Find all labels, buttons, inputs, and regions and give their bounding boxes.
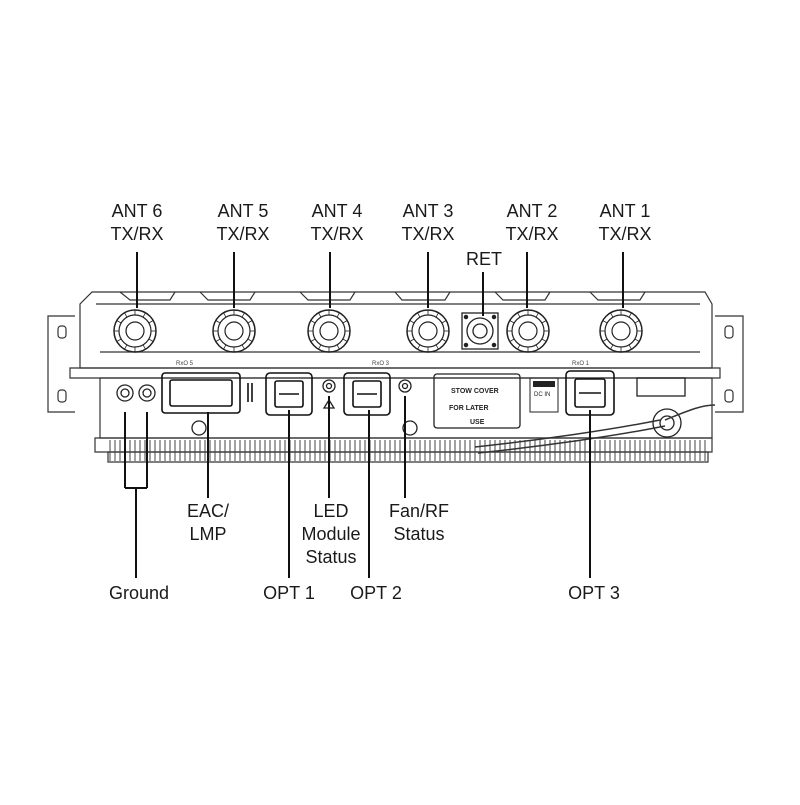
- opt2-port: [343, 372, 391, 416]
- antenna-connector: [506, 309, 550, 353]
- ground-callout-bracket: [124, 412, 148, 578]
- use-marking: USE: [470, 419, 485, 426]
- ground-label: Ground: [108, 583, 170, 603]
- eac-lmp-label: EAC/LMP: [186, 501, 230, 544]
- rxo-left-marking: RxO 5: [176, 361, 194, 367]
- dc-in-block: DC IN: [529, 377, 559, 413]
- opt3-port: [565, 370, 615, 416]
- antenna-connectors: [113, 309, 643, 353]
- right-panel-components: [191, 377, 686, 438]
- antenna-connector: [113, 309, 157, 353]
- ret-connector: [461, 312, 499, 350]
- stow-cover: STOW COVER FOR LATER USE: [433, 373, 521, 429]
- opt1-label: OPT 1: [263, 583, 315, 603]
- rxo-mid-marking: RxO 3: [372, 361, 390, 367]
- opt3-label: OPT 3: [568, 583, 620, 603]
- fan-rf-status-indicator: [398, 379, 412, 393]
- ground-studs: [116, 384, 156, 402]
- opt2-label: OPT 2: [350, 583, 402, 603]
- stow-cover-marking: STOW COVER: [451, 388, 499, 395]
- antenna-connector: [599, 309, 643, 353]
- antenna-connector: [406, 309, 450, 353]
- ret-label: RET: [466, 249, 502, 269]
- for-later-marking: FOR LATER: [449, 405, 489, 412]
- connector-housing: [79, 291, 713, 369]
- eac-lmp-port: [161, 372, 253, 414]
- opt1-port: [265, 372, 313, 416]
- right-mounting-bracket: [715, 315, 744, 413]
- antenna-connector: [212, 309, 256, 353]
- rxo-right-marking: RxO 1: [572, 361, 590, 367]
- radio-body: [69, 367, 721, 463]
- dc-in-marking: DC IN: [534, 392, 550, 398]
- cooling-fins: [109, 440, 706, 461]
- callout-lines: [136, 252, 624, 578]
- power-cable: [474, 404, 716, 454]
- left-mounting-bracket: [47, 315, 75, 413]
- antenna-connector: [307, 309, 351, 353]
